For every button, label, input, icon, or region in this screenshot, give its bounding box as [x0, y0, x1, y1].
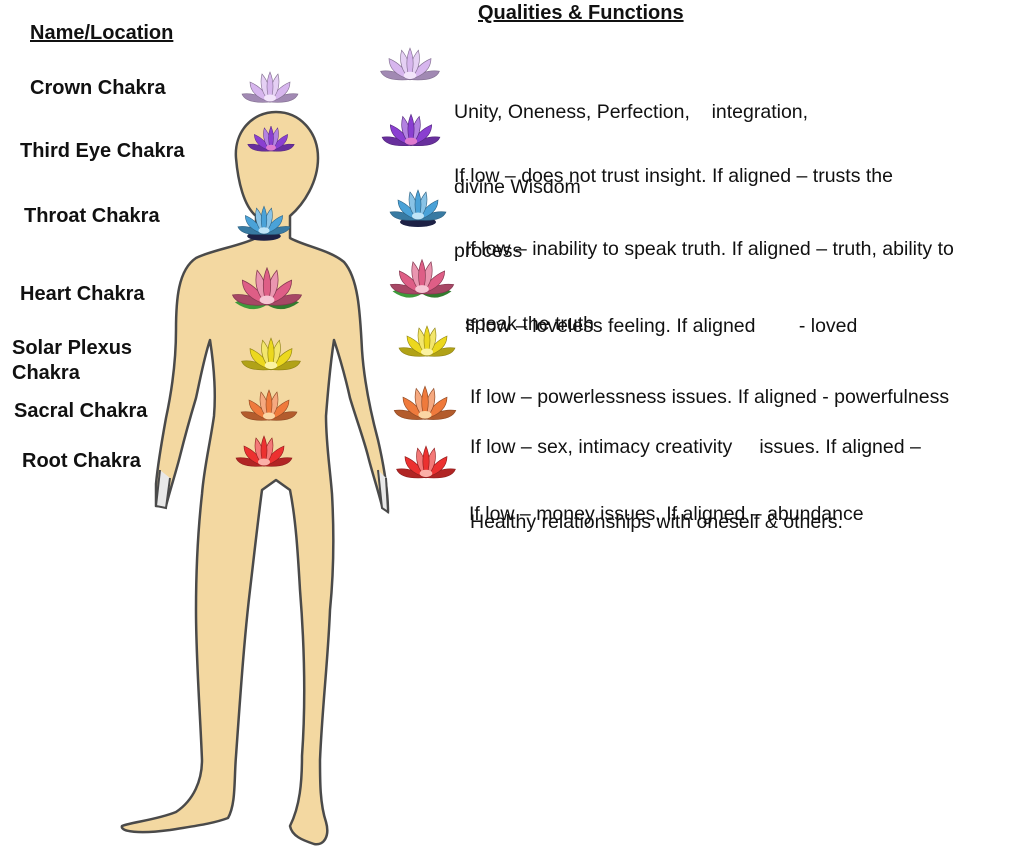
lotus-petal: [421, 385, 429, 421]
right-hand: [377, 469, 390, 514]
lotus-center: [258, 458, 270, 466]
solar-plexus-lotus-icon: [241, 337, 301, 371]
crown-chakra-label: Crown Chakra: [30, 77, 166, 99]
heart-quality-lotus-icon: [389, 258, 455, 298]
lotus-petal: [406, 47, 414, 81]
qualities-functions-heading: Qualities & Functions: [478, 2, 684, 24]
crown-quality-line2: divine Wisdom: [454, 176, 581, 198]
sacral-quality-line1: If low – sex, intimacy creativity issues…: [470, 436, 921, 458]
name-location-heading: Name/Location: [30, 22, 174, 44]
solar-plexus-chakra-label: Solar Plexus Chakra: [12, 336, 132, 386]
lotus-center: [421, 348, 433, 356]
sacral-quality-line2: Healthy relationships with oneself & oth…: [470, 511, 843, 533]
lotus-center: [412, 212, 424, 220]
third-eye-chakra-label: Third Eye Chakra: [20, 140, 185, 162]
lotus-petal: [265, 389, 273, 421]
lotus-center: [419, 469, 433, 478]
crown-lotus-icon: [241, 71, 299, 103]
lotus-petal: [267, 337, 275, 371]
lotus-center: [264, 94, 276, 102]
sacral-quality-text: If low – sex, intimacy creativity issues…: [470, 385, 921, 560]
lotus-center: [404, 137, 418, 145]
lotus-petal: [260, 435, 268, 467]
third-eye-lotus-icon: [247, 125, 295, 152]
third-eye-quality-lotus-icon: [381, 113, 441, 147]
crown-quality-line1: Unity, Oneness, Perfection, integration,: [454, 101, 809, 123]
sacral-quality-lotus-icon: [393, 385, 457, 421]
root-quality-lotus-icon: [396, 445, 456, 479]
left-hand: [154, 469, 171, 510]
root-chakra-label: Root Chakra: [22, 450, 141, 472]
throat-lotus-icon: [237, 205, 291, 241]
throat-quality-line2: speak the truth: [465, 313, 594, 335]
lotus-center: [403, 71, 417, 80]
throat-quality-lotus-icon: [389, 189, 447, 227]
solar-plexus-label-line2: Chakra: [12, 362, 80, 384]
heart-quality-text: If low – loveless feeling. If aligned - …: [465, 264, 857, 364]
lotus-center: [264, 361, 278, 370]
root-lotus-icon: [235, 435, 293, 467]
lotus-center: [258, 227, 270, 234]
lotus-center: [266, 144, 276, 151]
throat-chakra-label: Throat Chakra: [24, 205, 160, 227]
sacral-chakra-label: Sacral Chakra: [14, 400, 148, 422]
solar-plexus-quality-line1: If low – powerlessness issues. If aligne…: [470, 386, 950, 408]
solar-plexus-label-line1: Solar Plexus: [12, 337, 133, 359]
lotus-center: [259, 295, 275, 305]
lotus-petal: [268, 125, 274, 152]
root-quality-text: If low – money issues. If aligned – abun…: [469, 452, 864, 552]
root-quality-line1: If low – money issues. If aligned – abun…: [469, 503, 864, 525]
third-eye-quality-text: If low – does not trust insight. If alig…: [454, 114, 893, 289]
lotus-petal: [266, 71, 274, 103]
lotus-petal: [262, 266, 272, 306]
lotus-petal: [260, 205, 268, 235]
third-eye-quality-line1: If low – does not trust insight. If alig…: [454, 165, 893, 187]
third-eye-quality-line2: process: [454, 240, 523, 262]
body-silhouette: [120, 110, 390, 846]
lotus-petal: [422, 445, 430, 479]
sacral-lotus-icon: [240, 389, 298, 421]
throat-quality-line1: If low – inability to speak truth. If al…: [465, 238, 954, 260]
heart-lotus-icon: [231, 266, 303, 310]
throat-quality-text: If low – inability to speak truth. If al…: [465, 187, 954, 362]
solar-plexus-quality-lotus-icon: [398, 325, 456, 357]
heart-chakra-label: Heart Chakra: [20, 283, 145, 305]
crown-quality-text: Unity, Oneness, Perfection, integration,…: [454, 50, 808, 225]
lotus-petal: [418, 258, 426, 295]
lotus-center: [263, 412, 275, 420]
lotus-petal: [414, 189, 422, 221]
lotus-petal: [407, 113, 415, 147]
lotus-petal: [423, 325, 431, 357]
lotus-center: [418, 410, 432, 419]
solar-plexus-quality-text: If low – powerlessness issues. If aligne…: [470, 335, 949, 435]
crown-quality-lotus-icon: [380, 47, 440, 81]
lotus-center: [415, 285, 429, 294]
heart-quality-line1: If low – loveless feeling. If aligned - …: [465, 315, 858, 337]
